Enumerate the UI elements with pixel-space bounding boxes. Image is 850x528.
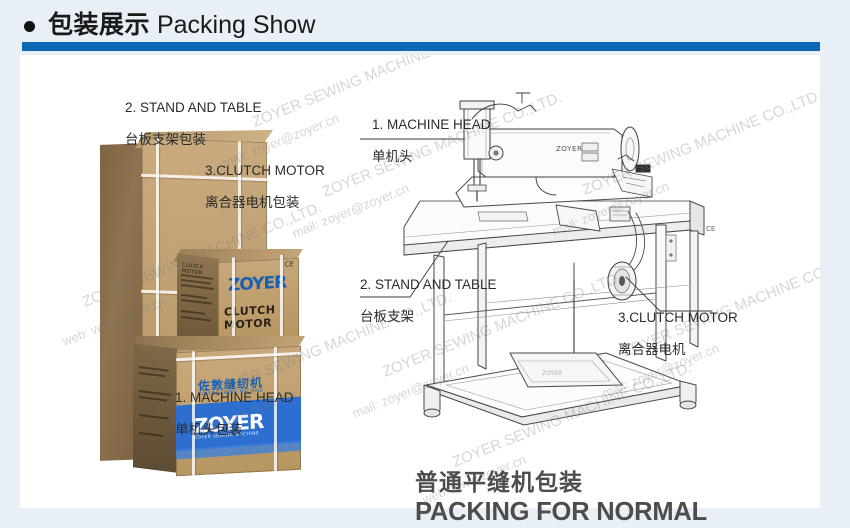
diagram-label-stand-and-table-en: 2. STAND AND TABLE <box>360 277 497 292</box>
photo-label-stand-and-table-cn: 台板支架包装 <box>125 132 206 148</box>
diagram-label-clutch-motor-en: 3.CLUTCH MOTOR <box>618 310 738 325</box>
photo-label-clutch-motor-cn: 离合器电机包装 <box>205 195 300 211</box>
photo-label-clutch-motor: 3.CLUTCH MOTOR 离合器电机包装 <box>205 163 325 211</box>
figure-caption: 普通平缝机包装 PACKING FOR NORMAL LOCKSTITCH <box>415 470 820 528</box>
machine-head-group: ZOYER <box>455 92 653 208</box>
leader-stand-table <box>360 240 449 298</box>
page-title-cn: 包装展示 <box>48 10 151 39</box>
page-title-en: Packing Show <box>150 11 316 39</box>
stand-group: ZOYER <box>423 204 715 426</box>
ce-mark-label: CE <box>284 260 294 269</box>
header-divider-bar <box>22 42 820 51</box>
head-carton-side-face <box>133 343 177 473</box>
diagram-label-machine-head: 1. MACHINE HEAD 单机头 <box>372 117 491 165</box>
photo-label-machine-head-cn: 单机头包装 <box>175 422 243 438</box>
leader-lines <box>360 138 713 312</box>
diagram-label-machine-head-en: 1. MACHINE HEAD <box>372 117 491 132</box>
photo-label-machine-head: 1. MACHINE HEAD 单机头包装 <box>175 390 294 438</box>
photo-label-stand-and-table: 2. STAND AND TABLE 台板支架包装 <box>125 100 262 148</box>
diagram-label-stand-and-table-cn: 台板支架 <box>360 309 414 325</box>
machine-arm-brand: ZOYER <box>556 145 583 153</box>
sewing-machine-line-drawing: ZOYER <box>360 85 810 465</box>
pedal-brand: ZOYER <box>542 370 562 377</box>
diagram-label-clutch-motor: 3.CLUTCH MOTOR 离合器电机 <box>618 310 738 358</box>
leader-clutch-motor <box>625 276 713 312</box>
photo-label-clutch-motor-en: 3.CLUTCH MOTOR <box>205 163 325 178</box>
page-header: 包装展示 Packing Show <box>0 0 850 52</box>
diagram-ce-mark: CE <box>706 225 715 233</box>
figure-caption-cn: 普通平缝机包装 <box>415 470 583 496</box>
diagram-label-stand-and-table: 2. STAND AND TABLE 台板支架 <box>360 277 497 325</box>
clutch-carton-caption: CLUTCH MOTOR <box>224 303 276 332</box>
photo-label-stand-and-table-en: 2. STAND AND TABLE <box>125 100 262 115</box>
clutch-carton-front-face: ZOYER CLUTCH MOTOR CE <box>218 254 299 354</box>
diagram-label-machine-head-cn: 单机头 <box>372 149 413 165</box>
page-title: 包装展示 Packing Show <box>48 9 315 41</box>
clutch-motor-carton: CLUTCH MOTOR ZOYER CLUTCH MOTOR CE <box>173 249 303 354</box>
clutch-carton-side-face: CLUTCH MOTOR <box>177 253 219 345</box>
content-panel: CE CLUTCH MOTOR ZOYER CLUTCH MOTOR <box>20 55 820 528</box>
figure-caption-en: PACKING FOR NORMAL LOCKSTITCH <box>415 498 707 528</box>
bullet-dot-icon <box>24 21 35 32</box>
clutch-carton-brand: ZOYER <box>228 272 287 296</box>
diagram-label-clutch-motor-cn: 离合器电机 <box>618 342 686 358</box>
photo-label-machine-head-en: 1. MACHINE HEAD <box>175 390 294 405</box>
